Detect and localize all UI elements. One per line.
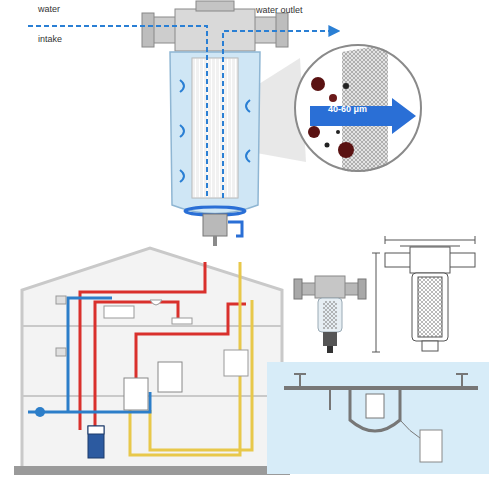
swirl-arrow bbox=[180, 170, 184, 182]
filter-cutaway bbox=[28, 1, 338, 246]
shower-head bbox=[56, 296, 66, 304]
flow-label: water intake bbox=[38, 0, 74, 54]
tap bbox=[56, 348, 66, 356]
drain-tip bbox=[213, 236, 217, 246]
particle bbox=[329, 94, 337, 102]
drain-line bbox=[329, 388, 331, 410]
floor-line bbox=[22, 325, 282, 327]
flow-label: water outlet bbox=[256, 5, 346, 16]
magnified-view bbox=[294, 44, 422, 176]
filter-cartridge bbox=[192, 58, 238, 198]
control-unit bbox=[420, 430, 442, 462]
dimension-line bbox=[372, 253, 380, 352]
installation-panel bbox=[267, 362, 489, 474]
photo-valve bbox=[327, 346, 333, 353]
photo-bowl bbox=[318, 298, 342, 332]
flow-arrow bbox=[310, 98, 416, 134]
panel-filter bbox=[366, 394, 384, 418]
house-outline bbox=[22, 248, 282, 468]
inlet-nut bbox=[142, 13, 154, 47]
dimension-line bbox=[385, 236, 475, 244]
swirl-arrow bbox=[246, 150, 250, 162]
drawing-mesh bbox=[418, 277, 442, 337]
photo-nut bbox=[358, 279, 366, 299]
radiator bbox=[104, 306, 134, 318]
valve bbox=[294, 374, 306, 388]
intake-flow bbox=[28, 26, 207, 198]
softener-cap bbox=[88, 426, 104, 434]
drain-valve bbox=[203, 214, 227, 236]
boiler bbox=[124, 378, 148, 410]
main-pipe bbox=[284, 386, 478, 390]
swirl-arrow bbox=[246, 100, 250, 112]
bypass-loop bbox=[350, 388, 400, 431]
water-tank bbox=[158, 362, 182, 392]
water-meter bbox=[35, 407, 45, 417]
swirl-arrows bbox=[180, 80, 250, 182]
magnifier-circle bbox=[295, 45, 421, 171]
hot-water-pipe bbox=[80, 262, 205, 430]
mesh-size-text: 40-60 μm bbox=[328, 104, 367, 114]
swirl-arrow bbox=[180, 80, 184, 92]
drawing-head bbox=[410, 247, 450, 273]
cartridge-pleats bbox=[192, 58, 238, 198]
particle bbox=[338, 142, 354, 158]
heating-pipe bbox=[150, 300, 252, 450]
particle bbox=[325, 143, 330, 148]
ground bbox=[14, 466, 290, 475]
photo-nut bbox=[294, 279, 302, 299]
valve-handle bbox=[228, 222, 242, 236]
valve bbox=[456, 374, 468, 388]
particle bbox=[336, 130, 340, 134]
cable bbox=[400, 420, 420, 438]
dimension-line bbox=[400, 246, 460, 247]
particle bbox=[343, 83, 349, 89]
floor-line bbox=[22, 395, 282, 397]
filter-product-photo bbox=[294, 276, 366, 353]
filter-bowl bbox=[170, 52, 260, 214]
sink bbox=[150, 300, 162, 305]
drawing-valve bbox=[422, 341, 438, 351]
radiator bbox=[172, 318, 192, 324]
photo-mesh bbox=[323, 301, 337, 329]
photo-bottom bbox=[323, 332, 337, 346]
particle bbox=[308, 126, 320, 138]
drawing-bowl bbox=[412, 273, 448, 341]
swirl-arrow bbox=[180, 125, 184, 137]
technical-drawing bbox=[372, 236, 475, 352]
heater-unit bbox=[224, 350, 248, 376]
top-nut bbox=[196, 1, 234, 11]
particle bbox=[311, 77, 325, 91]
panel-background bbox=[267, 362, 489, 474]
water-softener bbox=[88, 426, 104, 458]
magnifier-node: 40-60 μm bbox=[292, 44, 424, 172]
photo-head bbox=[315, 276, 345, 298]
house-illustration bbox=[14, 248, 290, 475]
